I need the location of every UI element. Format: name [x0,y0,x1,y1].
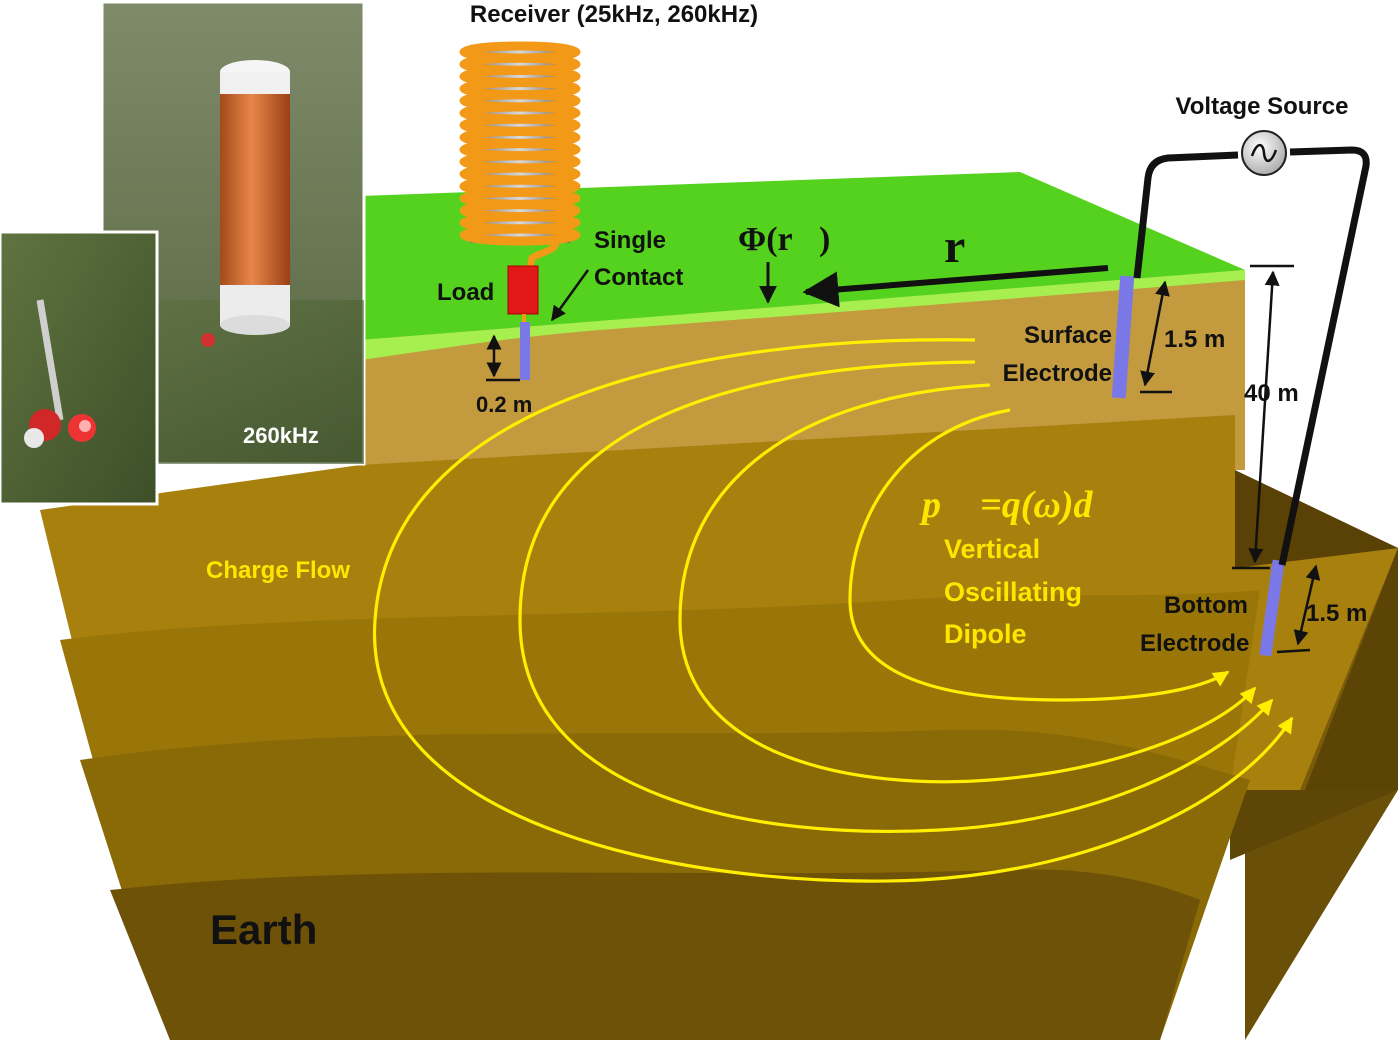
dipole-line2: Oscillating [944,577,1082,607]
separation-label: 40 m [1244,380,1299,407]
voltage-source [1241,130,1287,176]
contact-label: Contact [594,264,683,291]
soil-top-layer [360,270,1245,470]
grass-top [360,172,1245,340]
vector-arrows [759,262,1109,308]
surface-electrode [1111,275,1135,399]
dipole-line3: Dipole [944,619,1027,649]
photo-freq-label: 260kHz [243,423,319,448]
field-line [373,338,1294,883]
dimension-arrows [486,264,1321,654]
contact-electrode [520,322,530,380]
field-line [678,383,1257,784]
bottom-electrode [1259,559,1285,657]
receiver-label: Receiver (25kHz, 260kHz) [470,1,758,28]
load-label: Load [437,279,494,306]
dipole-line1: Vertical [944,534,1040,564]
coil-windings [459,41,581,246]
dipole-equation: p⃗ =q(ω)d [919,484,1093,526]
field-line [848,408,1230,702]
voltage-source-label: Voltage Source [1176,93,1349,120]
photo-contact [0,230,159,506]
charge-flow-label: Charge Flow [206,557,350,584]
bottom-electrode-label: Electrode [1140,630,1249,657]
earth-right-wall [1300,548,1398,790]
bottom-depth-label: 1.5 m [1306,600,1367,627]
earth-label: Earth [210,906,317,953]
r-vector-label: r⃗ [944,220,1003,273]
coil-turn [459,224,581,246]
receiver-coil [459,41,581,380]
grass-edge [360,270,1245,360]
surface-label: Surface [1024,322,1112,349]
single-label: Single [594,227,666,254]
potential-label: Φ(r⃗) [738,221,830,258]
surface-depth-label: 1.5 m [1164,326,1225,353]
surface-electrode-label: Electrode [1003,360,1112,387]
field-line [518,360,1274,833]
source-wires [1133,146,1370,566]
grass-surface [360,172,1245,360]
soil-band-4 [110,869,1200,1040]
contact-depth-label: 0.2 m [476,392,532,417]
bottom-label: Bottom [1164,592,1248,619]
charge-flow-lines [373,338,1294,883]
load-resistor [507,265,539,315]
